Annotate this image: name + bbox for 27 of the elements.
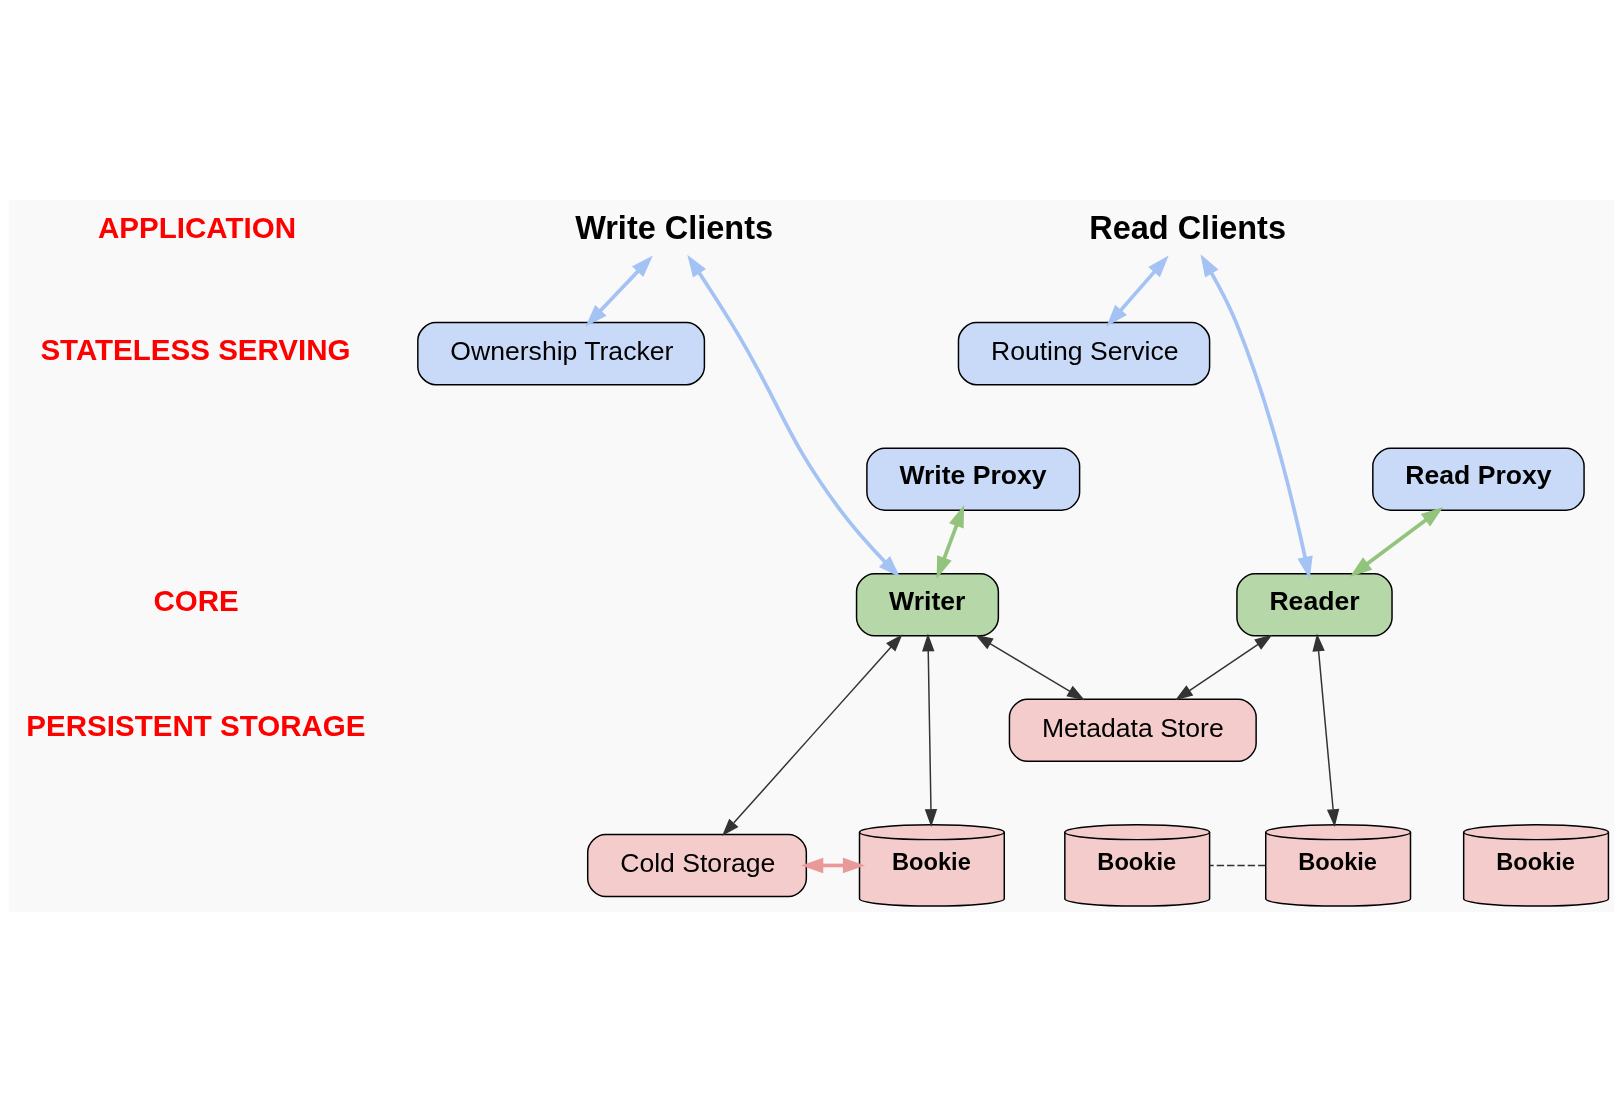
node-box: Metadata Store bbox=[1008, 698, 1257, 762]
node-box: Read Proxy bbox=[1372, 446, 1585, 511]
label: STATELESS SERVING bbox=[40, 332, 351, 366]
arrow bbox=[1175, 634, 1273, 700]
arrow bbox=[1312, 633, 1340, 827]
node-text: Read Clients bbox=[1089, 209, 1286, 246]
label: CORE bbox=[153, 583, 239, 617]
arrow bbox=[922, 633, 938, 827]
node-box: Routing Service bbox=[957, 321, 1211, 385]
node-box: Ownership Tracker bbox=[417, 321, 706, 385]
arrow bbox=[1349, 506, 1444, 577]
node-box: Cold Storage bbox=[586, 833, 808, 897]
node-text: Write Clients bbox=[575, 209, 774, 246]
arrow bbox=[585, 255, 653, 326]
node-box: Writer bbox=[855, 572, 1000, 636]
arrow bbox=[1200, 253, 1313, 579]
arrow bbox=[936, 504, 965, 579]
node-box: Reader bbox=[1236, 572, 1393, 636]
connector bbox=[1209, 864, 1267, 866]
arrow bbox=[687, 254, 901, 577]
arrow bbox=[975, 634, 1085, 700]
label: APPLICATION bbox=[98, 210, 296, 244]
arrow bbox=[801, 857, 866, 873]
label: PERSISTENT STORAGE bbox=[26, 708, 366, 742]
node-box: Write Proxy bbox=[866, 446, 1081, 511]
arrow bbox=[722, 633, 903, 836]
arrow bbox=[1106, 254, 1169, 327]
